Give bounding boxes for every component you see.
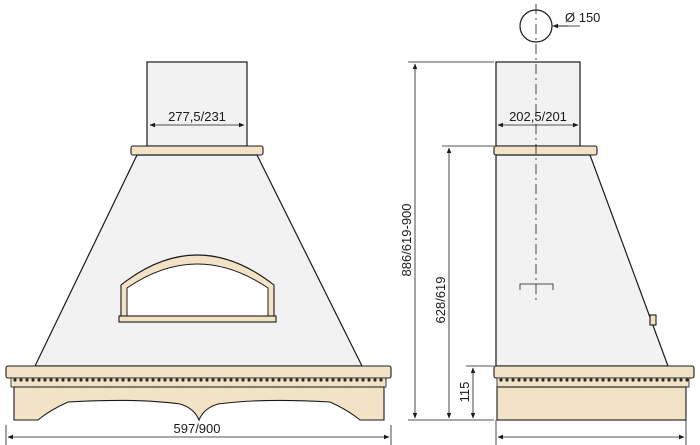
side-view: Ø 150 202,5/201 xyxy=(493,4,695,445)
side-apron xyxy=(496,386,687,421)
side-hood-body xyxy=(495,154,669,367)
side-control-bracket xyxy=(519,283,554,290)
side-chimney xyxy=(495,61,581,147)
front-arch-window xyxy=(126,263,269,317)
front-chimney-width-label: 277,5/231 xyxy=(168,109,226,124)
front-chimney xyxy=(146,61,248,147)
total-height-label: 886/619-900 xyxy=(399,203,414,276)
front-decorative-apron xyxy=(13,386,385,422)
front-cornice-band xyxy=(5,365,392,379)
side-knob xyxy=(649,314,657,326)
height-dimensions: 886/619-900 628/619 115 xyxy=(399,61,494,421)
front-view: 277,5/231 597/900 xyxy=(5,61,392,445)
front-arch-sill xyxy=(118,315,277,323)
base-height-label: 115 xyxy=(457,382,472,403)
body-height-label: 628/619 xyxy=(433,277,448,324)
side-chimney-width-label: 202,5/201 xyxy=(509,109,567,124)
duct-diameter-label: Ø 150 xyxy=(565,10,600,25)
side-top-cornice xyxy=(493,145,598,156)
front-bead-molding xyxy=(10,377,387,388)
side-cornice-band xyxy=(493,365,695,379)
total-width-label: 597/900 xyxy=(174,421,221,436)
front-top-cornice xyxy=(130,145,264,156)
side-bead-molding xyxy=(496,377,690,388)
